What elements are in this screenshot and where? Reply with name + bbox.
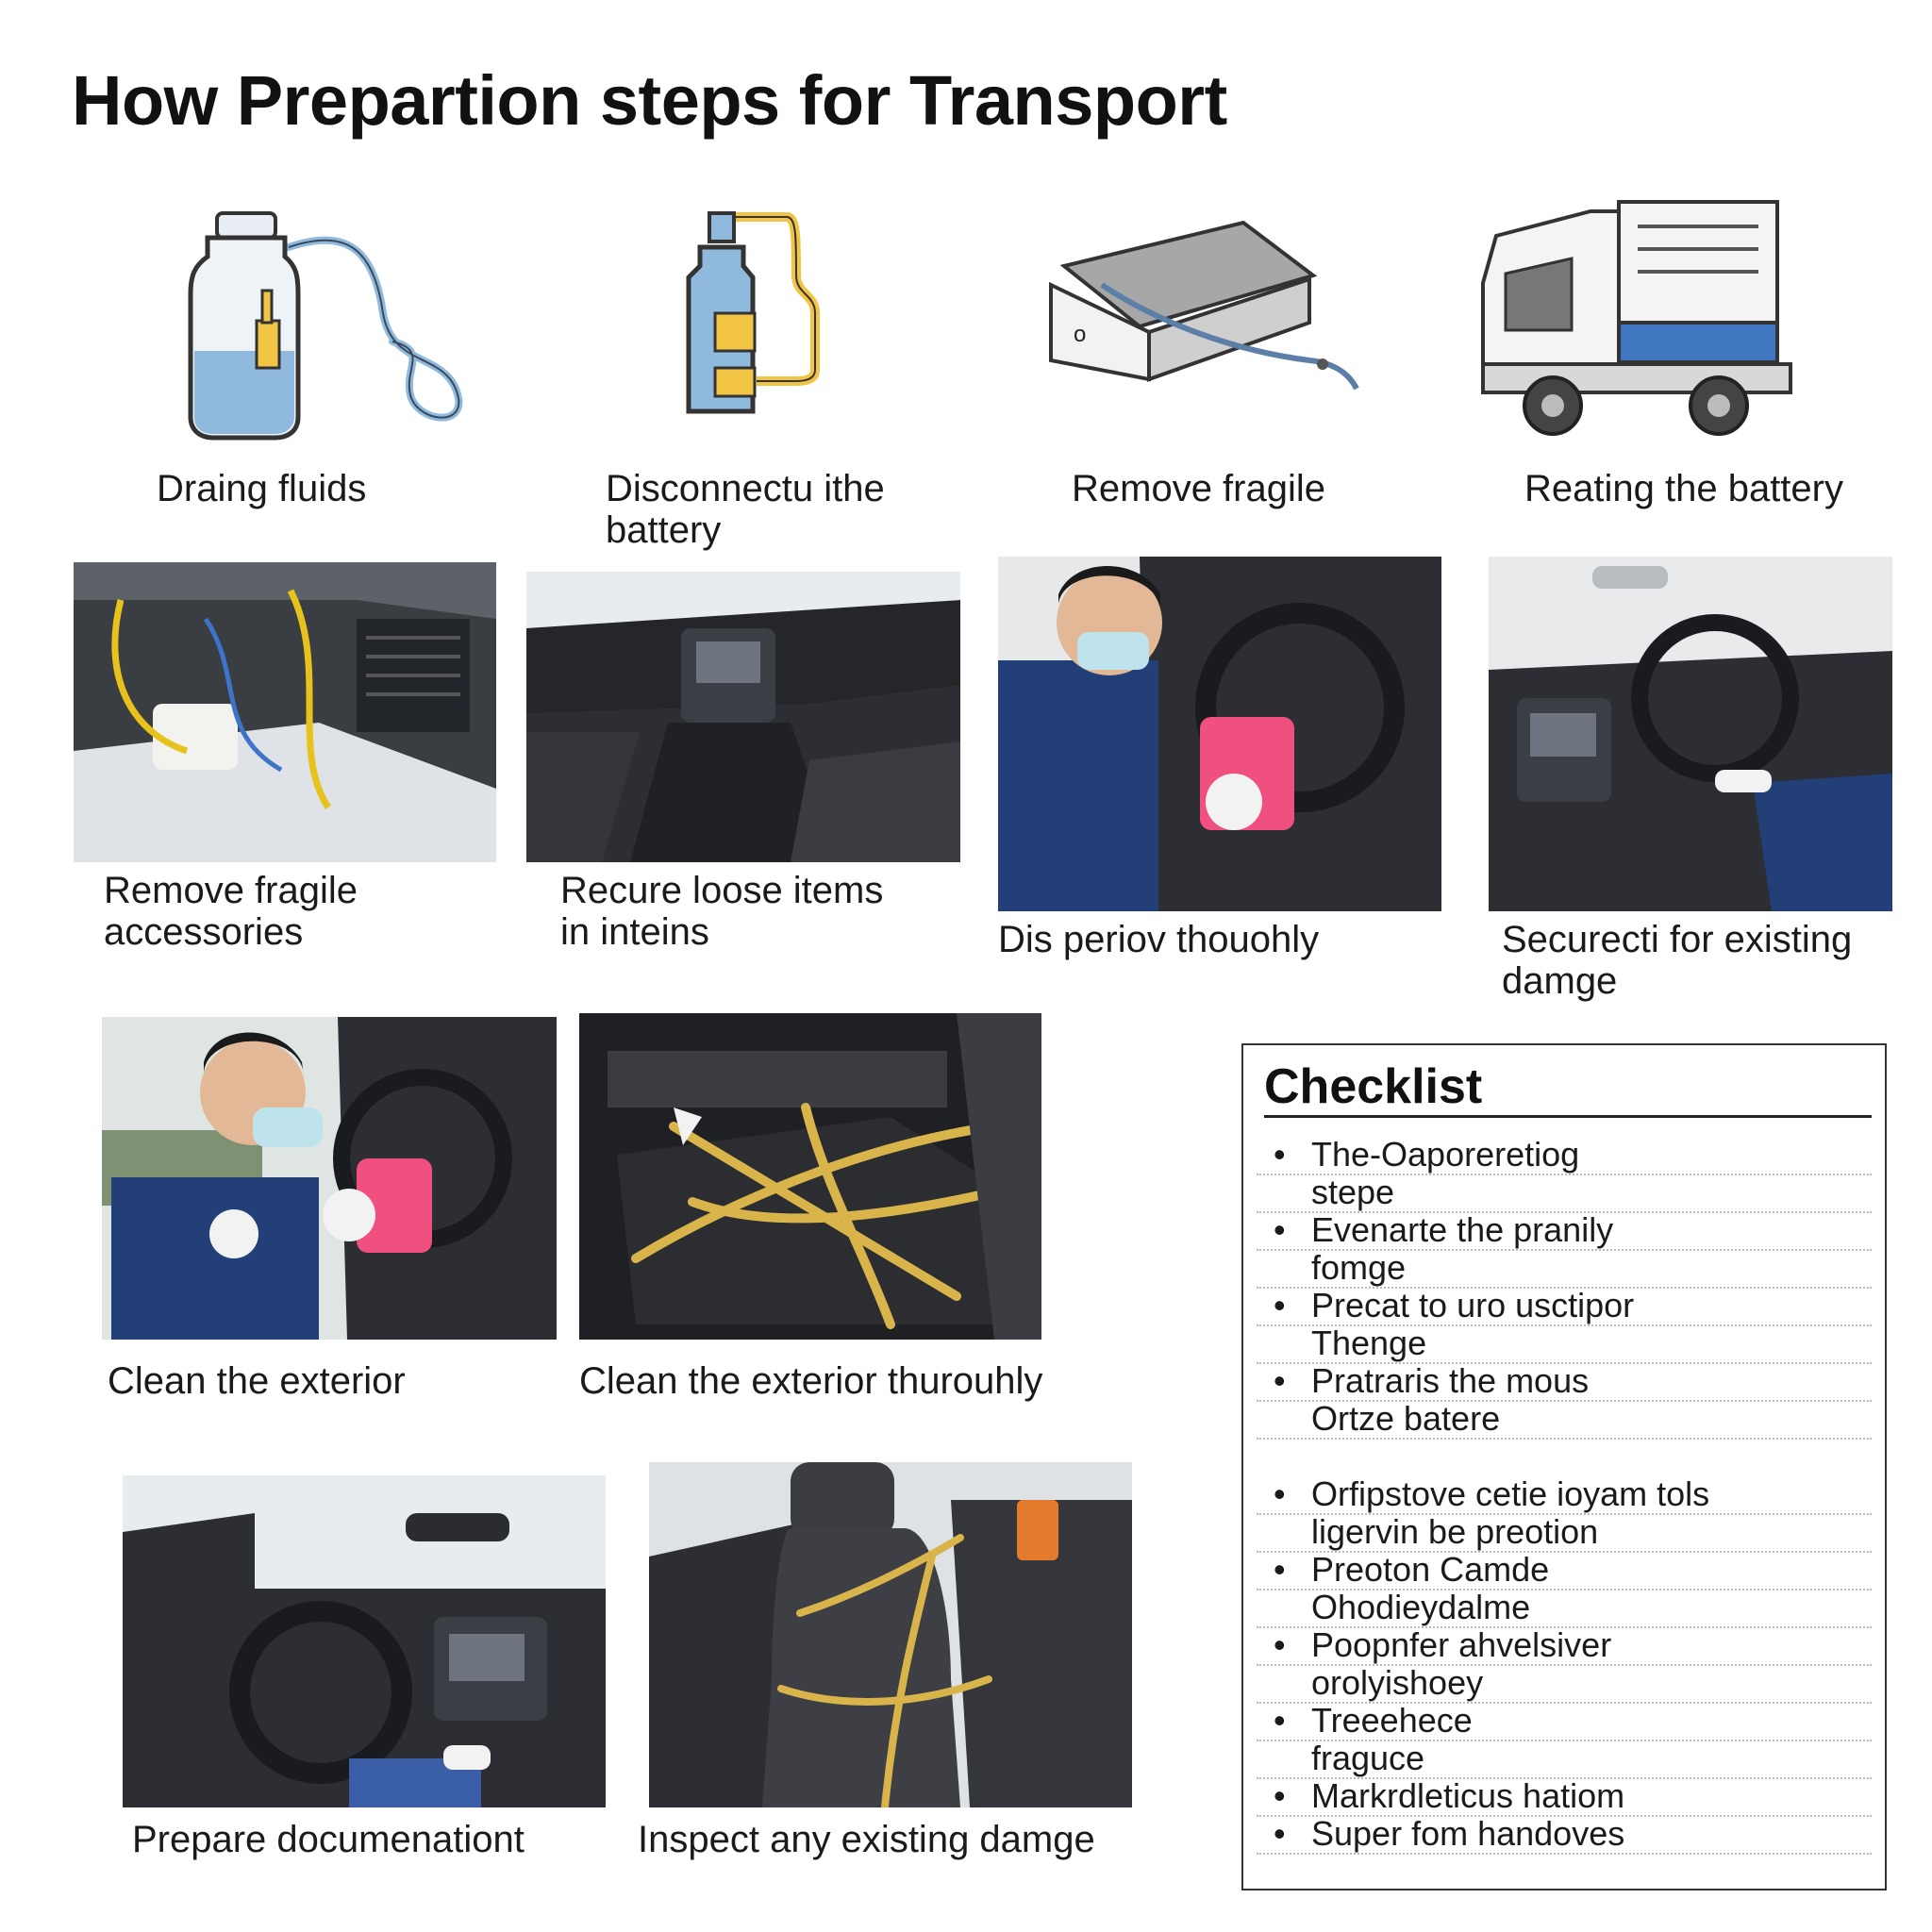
bullet-icon: •: [1274, 1701, 1286, 1740]
box-cable-icon: o: [1045, 219, 1366, 398]
checklist-item-line: orolyishoey: [1311, 1663, 1484, 1702]
checklist-item-line: stepe: [1311, 1173, 1395, 1211]
photo-interior-right: [1489, 557, 1892, 911]
spray-bottle-icon: [683, 209, 824, 417]
checklist-item-line: Treeehece: [1311, 1701, 1473, 1740]
checklist-item: • Precat to uro usctipor Thenge: [1257, 1286, 1872, 1364]
photo-label-inspect-damage: Inspect any existing damge: [638, 1819, 1095, 1860]
checklist-item-line: Evenarte the pranily: [1311, 1210, 1614, 1249]
bullet-icon: •: [1274, 1474, 1286, 1513]
checklist-item-line: Ohodieydalme: [1311, 1588, 1531, 1626]
step-label-reating-battery: Reating the battery: [1524, 468, 1843, 509]
photo-label-recure-loose-items: Recure loose items in inteins: [560, 870, 884, 953]
checklist-panel: Checklist • The-Oaporeretiog stepe • Eve…: [1241, 1043, 1887, 1890]
checklist-item: • Pratraris the mous Ortze batere: [1257, 1361, 1872, 1440]
bullet-icon: •: [1274, 1625, 1286, 1664]
checklist-item: • Preoton Camde Ohodieydalme: [1257, 1550, 1872, 1628]
checklist-title-rule: [1264, 1115, 1872, 1118]
photo-label-dis-periov: Dis periov thouohly: [998, 919, 1320, 960]
step-label-draining-fluids: Draing fluids: [157, 468, 367, 509]
checklist-item: • Markrdleticus hatiom: [1257, 1776, 1872, 1817]
checklist-item: • Evenarte the pranily fomge: [1257, 1210, 1872, 1289]
photo-worker-steering: [998, 557, 1441, 911]
bullet-icon: •: [1274, 1814, 1286, 1853]
checklist-item: • Orfipstove cetie ioyam tols ligervin b…: [1257, 1474, 1872, 1553]
photo-label-securecti: Securecti for existing damge: [1502, 919, 1853, 1002]
checklist-item-line: The-Oaporeretiog: [1311, 1135, 1580, 1174]
checklist-item-line: ligervin be preotion: [1311, 1512, 1599, 1551]
bullet-icon: •: [1274, 1210, 1286, 1249]
checklist-item: • The-Oaporeretiog stepe: [1257, 1135, 1872, 1213]
checklist-title: Checklist: [1264, 1059, 1483, 1114]
photo-trunk-rope: [579, 1013, 1041, 1340]
photo-engine-bay: [74, 562, 496, 862]
photo-steering-dashboard: [123, 1475, 606, 1807]
checklist-item-line: Thenge: [1311, 1324, 1427, 1362]
photo-label-prepare-documentation: Prepare documenationt: [132, 1819, 525, 1860]
checklist-item-line: Super fom handoves: [1311, 1814, 1625, 1853]
checklist-item: • Treeehece fraguce: [1257, 1701, 1872, 1779]
checklist-item-line: fomge: [1311, 1248, 1407, 1287]
checklist-item-line: Ortze batere: [1311, 1399, 1501, 1438]
photo-worker-cleaning: [102, 1017, 557, 1340]
checklist-item-line: Markrdleticus hatiom: [1311, 1776, 1625, 1815]
checklist-item-line: Orfipstove cetie ioyam tols: [1311, 1474, 1710, 1513]
bullet-icon: •: [1274, 1286, 1286, 1324]
checklist-item: • Super fom handoves: [1257, 1814, 1872, 1855]
checklist-item-line: fraguce: [1311, 1739, 1425, 1777]
photo-dashboard-console: [526, 572, 960, 862]
step-label-remove-fragile: Remove fragile: [1072, 468, 1326, 509]
fluid-jug-icon: [185, 209, 468, 443]
checklist-item-line: Pratraris the mous: [1311, 1361, 1590, 1400]
checklist-item: • Poopnfer ahvelsiver orolyishoey: [1257, 1625, 1872, 1704]
checklist-item-line: Preoton Camde: [1311, 1550, 1550, 1589]
bullet-icon: •: [1274, 1361, 1286, 1400]
bullet-icon: •: [1274, 1135, 1286, 1174]
svg-text:o: o: [1074, 322, 1086, 347]
photo-label-clean-exterior-thoroughly: Clean the exterior thurouhly: [579, 1360, 1043, 1402]
photo-label-remove-fragile-accessories: Remove fragile accessories: [104, 870, 358, 953]
truck-icon: [1477, 198, 1792, 440]
step-label-disconnect-battery: Disconnectu ithe battery: [606, 468, 885, 551]
bullet-icon: •: [1274, 1776, 1286, 1815]
bullet-icon: •: [1274, 1550, 1286, 1589]
checklist-item-line: Precat to uro usctipor: [1311, 1286, 1635, 1324]
photo-seat-rope: [649, 1462, 1132, 1807]
page-title: How Prepartion steps for Transport: [72, 61, 1227, 140]
photo-label-clean-exterior: Clean the exterior: [108, 1360, 406, 1402]
checklist-item-line: Poopnfer ahvelsiver: [1311, 1625, 1612, 1664]
